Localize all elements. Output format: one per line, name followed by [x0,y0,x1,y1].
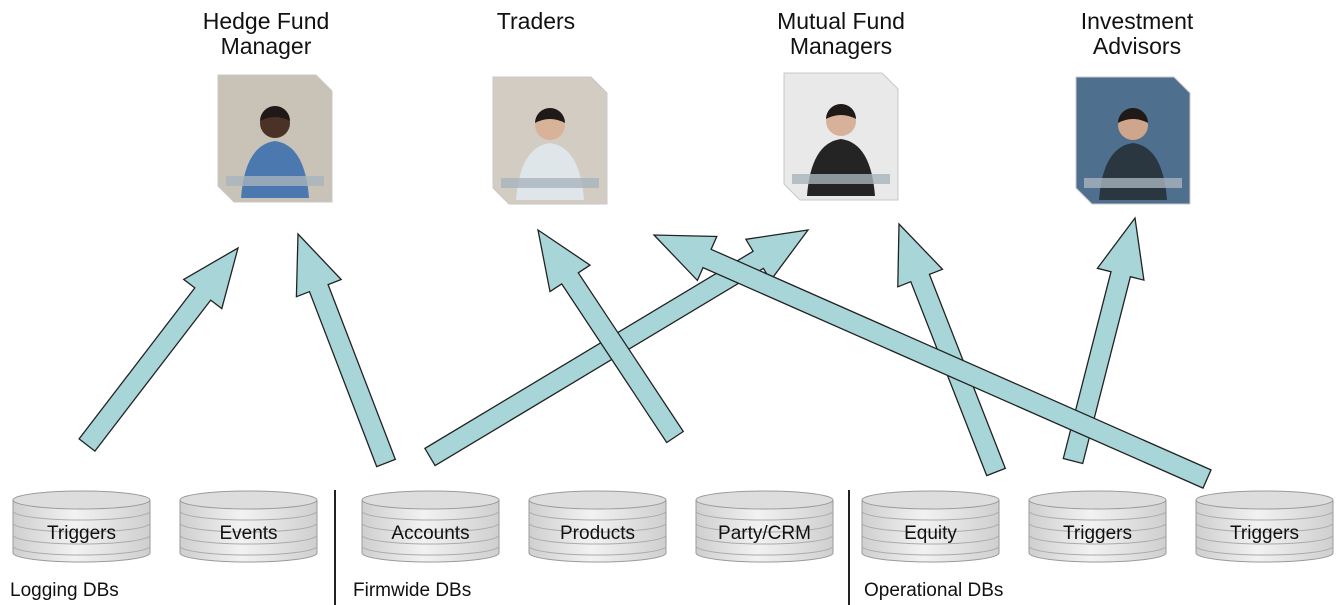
trader-photo [492,76,608,205]
database-label: Accounts [391,523,469,544]
flow-arrow [78,246,240,453]
database-cylinder: Triggers [1195,490,1334,563]
database-cylinder: Triggers [12,490,151,563]
role-title-investment-advisors: Investment Advisors [1080,8,1194,59]
database-cylinder: Equity [861,490,1000,563]
database-label: Equity [904,523,957,544]
flow-arrow [652,234,1212,489]
database-cylinder: Triggers [1028,490,1167,563]
database-label: Triggers [47,523,116,544]
role-title-hedge-fund-manager: Hedge Fund Manager [202,8,330,59]
database-label: Events [219,523,277,544]
mutual-fund-manager-photo [783,72,899,201]
role-title-traders: Traders [496,8,576,34]
investment-advisor-photo [1075,76,1191,205]
group-label-operational: Operational DBs [864,580,1004,601]
database-cylinder: Events [179,490,318,563]
database-label: Products [560,523,635,544]
group-label-firmwide: Firmwide DBs [353,580,472,601]
database-label: Triggers [1063,523,1132,544]
database-label: Party/CRM [718,523,811,544]
database-cylinder: Products [528,490,667,563]
database-cylinder: Party/CRM [695,490,834,563]
hedge-fund-manager-photo [217,74,333,203]
role-title-mutual-fund-managers: Mutual Fund Managers [777,8,905,59]
database-label: Triggers [1230,523,1299,544]
flow-arrow [537,228,685,444]
flow-arrow [295,232,397,468]
group-label-logging: Logging DBs [10,580,119,601]
flow-arrow [897,222,1007,477]
database-cylinder: Accounts [361,490,500,563]
